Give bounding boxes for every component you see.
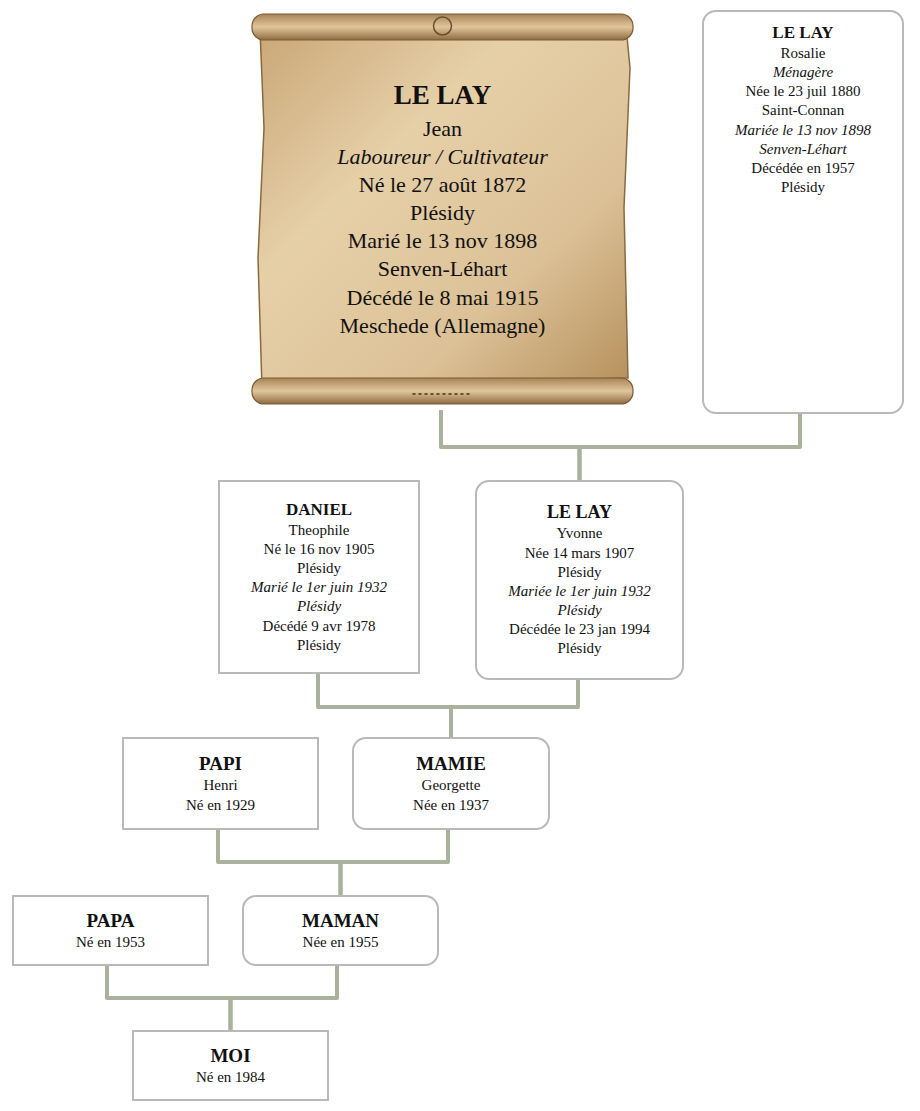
- person-detail: Née le 23 juil 1880: [746, 82, 861, 101]
- person-detail: Theophile: [289, 521, 350, 540]
- person-detail: Mariée le 13 nov 1898: [735, 121, 871, 140]
- person-detail: Né le 27 août 1872: [359, 171, 526, 199]
- person-detail: Meschede (Allemagne): [340, 312, 546, 340]
- person-detail: Ménagère: [773, 63, 833, 82]
- person-detail: Senven-Léhart: [759, 140, 846, 159]
- person-detail: Plésidy: [297, 597, 341, 616]
- surname-heading: PAPA: [87, 909, 135, 933]
- person-detail: Née en 1937: [413, 796, 489, 815]
- person-detail: Plésidy: [297, 636, 341, 655]
- scroll-roll-top: [252, 14, 633, 40]
- family-connector: [580, 414, 801, 480]
- person-detail: Plésidy: [781, 178, 825, 197]
- family-connector: [318, 674, 451, 737]
- person-detail: Né en 1984: [196, 1068, 265, 1087]
- person-detail: Saint-Connan: [762, 101, 845, 120]
- person-detail: Marié le 13 nov 1898: [348, 227, 537, 255]
- person-detail: Née 14 mars 1907: [525, 544, 635, 563]
- person-detail: Plésidy: [557, 639, 601, 658]
- person-detail: Rosalie: [781, 44, 826, 63]
- person-box: LE LAYYvonneNée 14 mars 1907PlésidyMarié…: [475, 480, 684, 680]
- surname-heading: LE LAY: [772, 22, 833, 44]
- family-connector: [451, 680, 578, 737]
- family-connector: [218, 830, 341, 895]
- person-box: LE LAYRosalieMénagèreNée le 23 juil 1880…: [702, 10, 904, 414]
- surname-heading: LE LAY: [394, 78, 491, 113]
- person-box: MOINé en 1984: [132, 1030, 329, 1101]
- person-detail: Né en 1929: [186, 796, 255, 815]
- scroll-ornament: [434, 17, 452, 35]
- family-connector: [107, 966, 231, 1030]
- person-detail: Georgette: [422, 776, 481, 795]
- family-connector: [441, 410, 580, 480]
- surname-heading: LE LAY: [547, 501, 612, 524]
- person-detail: Mariée le 1er juin 1932: [508, 582, 650, 601]
- surname-heading: PAPI: [199, 752, 242, 776]
- scroll-roll-bottom: [252, 378, 633, 404]
- person-detail: Plésidy: [557, 601, 601, 620]
- family-connector: [341, 830, 449, 895]
- person-detail: Marié le 1er juin 1932: [251, 578, 387, 597]
- surname-heading: DANIEL: [286, 499, 352, 521]
- surname-heading: MAMIE: [416, 752, 486, 776]
- person-box: MAMANNée en 1955: [242, 895, 439, 966]
- person-detail: Née en 1955: [303, 933, 379, 952]
- person-detail: Plésidy: [557, 563, 601, 582]
- person-detail: Né en 1953: [76, 933, 145, 952]
- surname-heading: MOI: [210, 1044, 250, 1068]
- surname-heading: MAMAN: [302, 909, 379, 933]
- person-detail: Décédé 9 avr 1978: [263, 617, 376, 636]
- person-box: PAPIHenriNé en 1929: [122, 737, 319, 830]
- person-detail: Jean: [423, 115, 462, 143]
- scroll-ornament: [413, 393, 473, 395]
- person-box: PAPANé en 1953: [12, 895, 209, 966]
- person-detail: Laboureur / Cultivateur: [337, 143, 548, 171]
- person-detail: Décédée en 1957: [751, 159, 854, 178]
- family-connector: [231, 966, 338, 1030]
- person-box: MAMIEGeorgetteNée en 1937: [352, 737, 550, 830]
- person-detail: Né le 16 nov 1905: [264, 540, 375, 559]
- person-detail: Décédée le 23 jan 1994: [509, 620, 650, 639]
- scroll-node: LE LAYJeanLaboureur / CultivateurNé le 2…: [250, 8, 635, 410]
- person-detail: Plésidy: [410, 199, 475, 227]
- person-detail: Senven-Léhart: [378, 255, 508, 283]
- parchment-body: [258, 26, 630, 388]
- person-detail: Plésidy: [297, 559, 341, 578]
- person-detail: Henri: [203, 776, 237, 795]
- person-detail: Yvonne: [557, 524, 603, 543]
- person-detail: Décédé le 8 mai 1915: [347, 284, 539, 312]
- person-box: DANIELTheophileNé le 16 nov 1905PlésidyM…: [218, 480, 420, 674]
